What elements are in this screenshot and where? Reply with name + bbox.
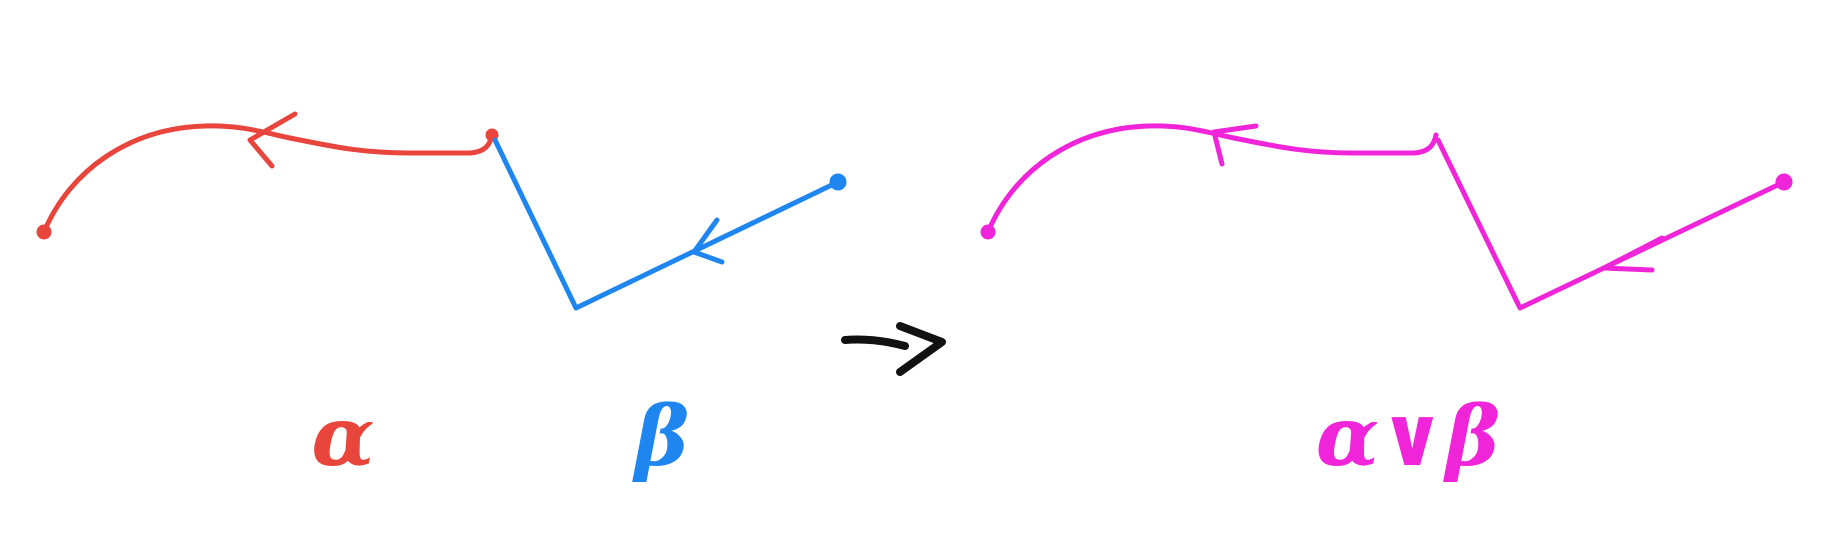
composite-label: α∨β — [1316, 389, 1500, 485]
beta-start-point — [829, 173, 847, 191]
alpha-path-group — [36, 111, 499, 240]
alpha-direction-arrow-icon — [247, 111, 298, 169]
composite-end-point — [980, 224, 996, 240]
alpha-end-point — [36, 224, 52, 240]
beta-direction-arrow-icon — [691, 217, 725, 265]
beta-label: β — [632, 389, 689, 485]
composite-beta-segment — [1435, 137, 1787, 311]
alpha-start-point — [485, 128, 499, 142]
implies-arrow-group — [841, 322, 946, 376]
composite-path-group — [980, 123, 1793, 311]
composite-start-point — [1775, 173, 1793, 191]
implies-arrow-icon — [841, 322, 946, 376]
alpha-path — [41, 123, 495, 235]
composite-alpha-segment — [985, 123, 1439, 235]
beta-path-group — [492, 137, 847, 311]
alpha-label: α — [311, 389, 374, 485]
composite-alpha-arrow-icon — [1211, 123, 1259, 167]
beta-path — [492, 137, 841, 311]
composite-beta-arrow-icon — [1601, 235, 1665, 273]
